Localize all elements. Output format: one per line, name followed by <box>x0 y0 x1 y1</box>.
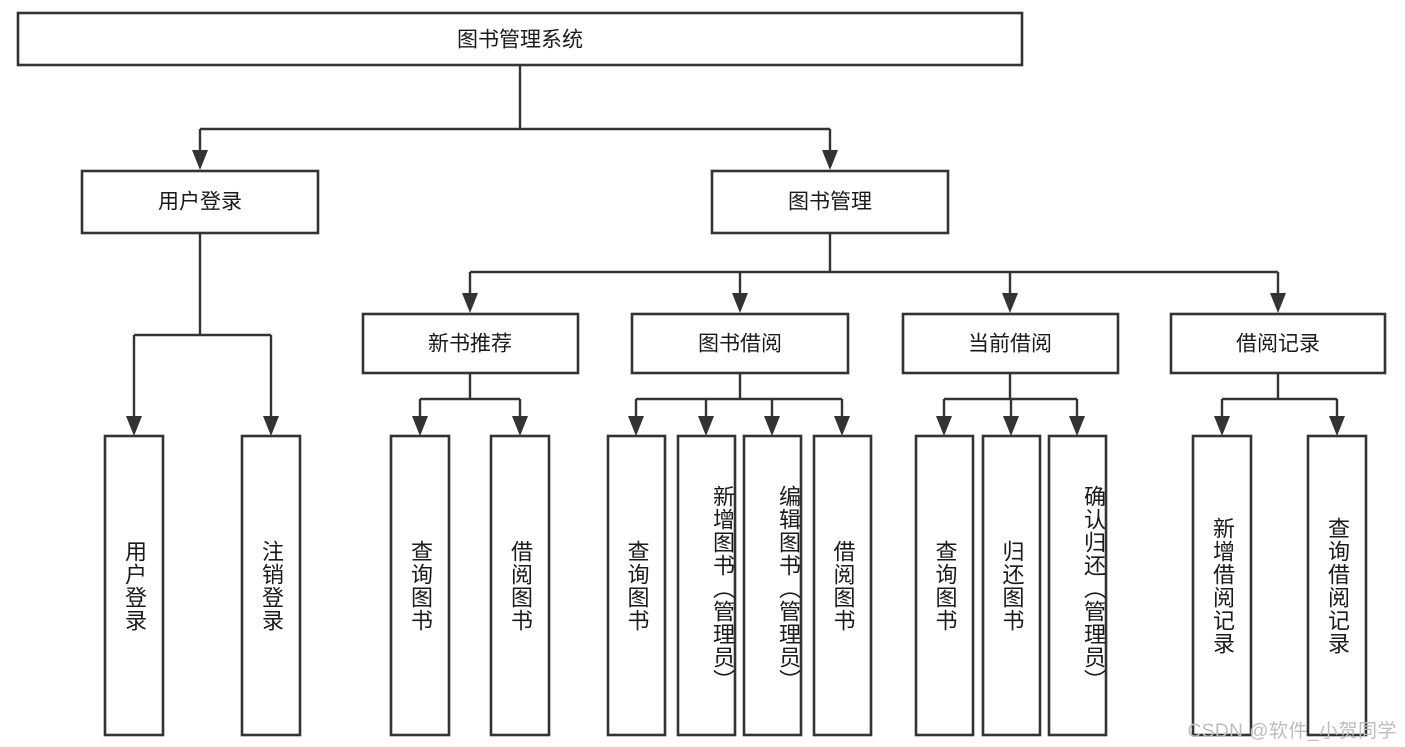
arrow-bookborrow-leaf-1 <box>628 416 644 436</box>
node-book-management[interactable]: 图书管理 <box>710 169 950 235</box>
arrow-bookborrow-leaf-3 <box>764 416 780 436</box>
leaf-box-return-book[interactable] <box>981 434 1042 737</box>
arrow-borrowrecord-leaf-1 <box>1214 416 1230 436</box>
leaf-box-borrow-book-2[interactable] <box>812 434 873 737</box>
node-new-book-recommend[interactable]: 新书推荐 <box>361 312 580 375</box>
node-new-book-recommend-box[interactable] <box>361 312 580 375</box>
node-book-management-box[interactable] <box>710 169 950 235</box>
arrow-currentborrow-leaf-3 <box>1069 416 1085 436</box>
leaf-box-add-record[interactable] <box>1191 434 1253 737</box>
arrow-user-login-leaf-1 <box>126 416 142 436</box>
arrow-currentborrow-leaf-1 <box>936 416 952 436</box>
arrow-user-login-leaf-2 <box>263 416 279 436</box>
node-borrow-record[interactable]: 借阅记录 <box>1169 312 1387 375</box>
leaf-box-user-login[interactable] <box>103 434 165 737</box>
arrow-newbook-leaf-1 <box>412 416 428 436</box>
arrow-root-to-user-login <box>192 150 208 170</box>
arrow-bookborrow-leaf-2 <box>698 416 714 436</box>
leaf-box-query-book-2[interactable] <box>606 434 667 737</box>
arrow-currentborrow-leaf-2 <box>1003 416 1019 436</box>
leaf-box-edit-book[interactable] <box>742 434 803 737</box>
arrow-borrowrecord-leaf-2 <box>1329 416 1345 436</box>
arrow-bm-borrow-record <box>1270 293 1286 313</box>
node-user-login-label: 用户登录 <box>158 191 242 214</box>
node-borrow-record-label: 借阅记录 <box>1236 333 1320 356</box>
node-user-login-box[interactable] <box>80 169 320 235</box>
node-current-borrow-box[interactable] <box>901 312 1120 375</box>
node-root-system[interactable]: 图书管理系统 <box>16 11 1024 67</box>
node-book-borrow-label: 图书借阅 <box>698 333 782 356</box>
leaf-box-logout-login[interactable] <box>240 434 302 737</box>
leaf-box-query-book-3[interactable] <box>914 434 975 737</box>
leaf-box-confirm-return[interactable] <box>1047 434 1108 737</box>
connector-layer <box>126 65 1345 436</box>
node-borrow-record-box[interactable] <box>1169 312 1387 375</box>
leaf-box-add-book[interactable] <box>676 434 737 737</box>
arrow-newbook-leaf-2 <box>512 416 528 436</box>
csdn-watermark: CSDN @软件_小贺同学 <box>1187 721 1397 742</box>
leaf-box-query-book-1[interactable] <box>389 434 451 737</box>
node-book-borrow-box[interactable] <box>630 312 850 375</box>
leaf-box-borrow-book-1[interactable] <box>489 434 551 737</box>
arrow-bm-book-borrow <box>732 293 748 313</box>
node-root-system-box[interactable] <box>16 11 1024 67</box>
node-root-system-label: 图书管理系统 <box>457 29 583 52</box>
node-new-book-recommend-label: 新书推荐 <box>428 333 512 356</box>
arrow-bm-new-book <box>462 293 478 313</box>
node-book-borrow[interactable]: 图书借阅 <box>630 312 850 375</box>
arrow-root-to-book-management <box>822 150 838 170</box>
arrow-bm-current-borrow <box>1002 293 1018 313</box>
node-book-management-label: 图书管理 <box>788 191 872 214</box>
node-current-borrow[interactable]: 当前借阅 <box>901 312 1120 375</box>
leaf-box-query-record[interactable] <box>1306 434 1368 737</box>
node-current-borrow-label: 当前借阅 <box>968 333 1052 356</box>
arrow-bookborrow-leaf-4 <box>834 416 850 436</box>
node-user-login[interactable]: 用户登录 <box>80 169 320 235</box>
